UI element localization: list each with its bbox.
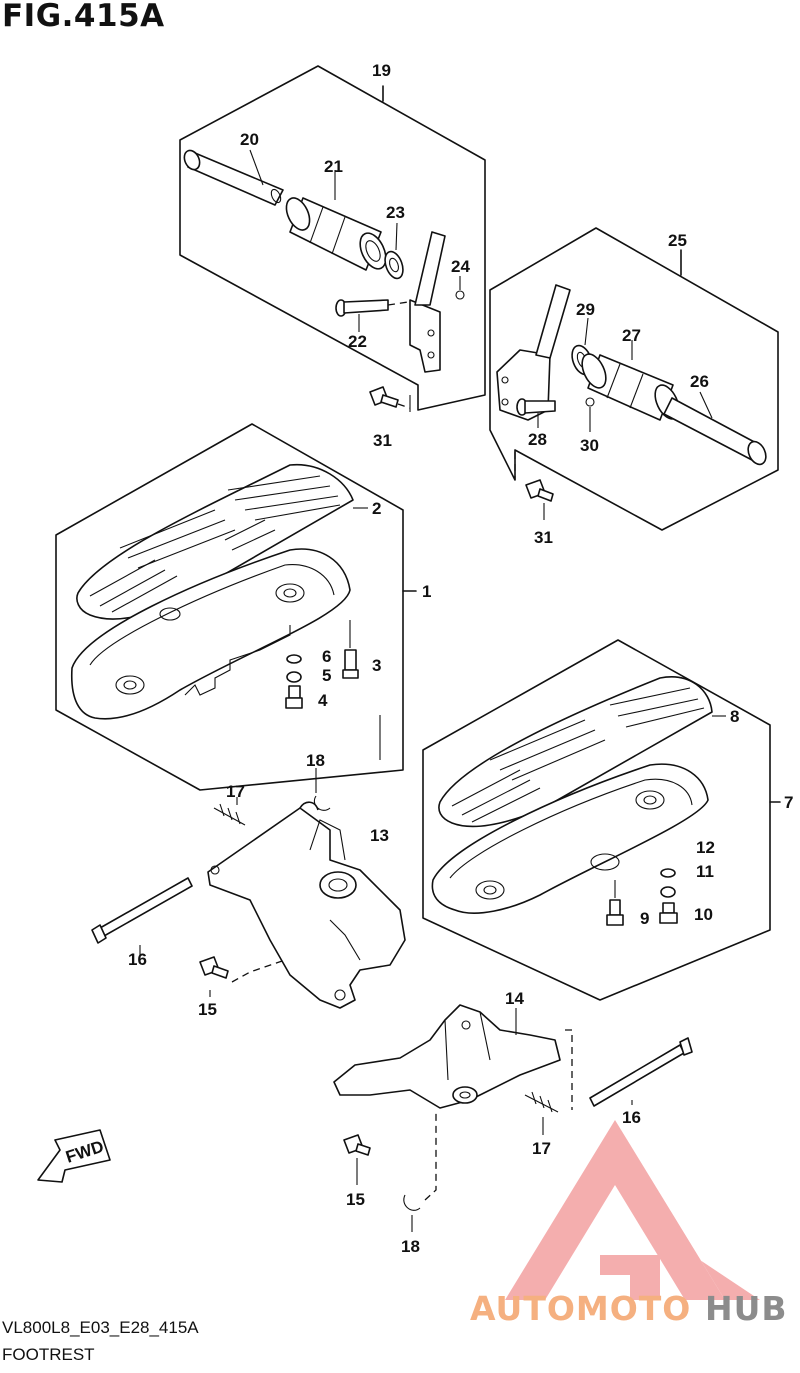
clevis-pin-22: [335, 299, 409, 332]
callout-30: 30: [580, 436, 599, 455]
callout-8: 8: [730, 707, 739, 726]
figure-title: FIG.415A: [2, 0, 165, 34]
callout-31-upper-left: 31: [373, 431, 392, 450]
callout-17-upper: 17: [226, 782, 245, 801]
footrest-bracket-14: [333, 1004, 561, 1109]
washer-12: [660, 868, 676, 878]
callout-5: 5: [322, 666, 331, 685]
callout-9: 9: [640, 909, 649, 928]
floorboard-pad-8: [438, 676, 726, 828]
group-box-25: [489, 227, 779, 531]
callout-26: 26: [690, 372, 709, 391]
bolt-4: [285, 685, 303, 709]
floorboard-1: [70, 548, 351, 720]
footpeg-shaft-26: [663, 391, 767, 466]
bolt-31-left: [369, 386, 411, 412]
callout-29: 29: [576, 300, 595, 319]
model-code-label: VL800L8_E03_E28_415A: [2, 1318, 199, 1337]
group-box-19: [179, 65, 486, 411]
nut-11: [660, 886, 676, 898]
return-spring-17-right: [524, 1029, 573, 1135]
callout-18-lower: 18: [401, 1237, 420, 1256]
callout-12: 12: [696, 838, 715, 857]
callout-31-upper-right: 31: [534, 528, 553, 547]
footpeg-bracket-19: [409, 231, 446, 373]
nut-5: [286, 671, 302, 683]
footpeg-shaft-20: [183, 149, 284, 206]
bolt-10: [659, 902, 678, 924]
forward-direction-arrow: [37, 1129, 111, 1183]
callout-4: 4: [318, 691, 328, 710]
washer-6: [286, 654, 302, 664]
callout-2: 2: [372, 499, 381, 518]
floorboard-pad-2: [76, 463, 368, 620]
e-clip-18-left: [313, 768, 331, 811]
snap-clip-24: [455, 276, 465, 300]
callout-11: 11: [696, 862, 714, 881]
callout-20: 20: [240, 130, 259, 149]
callout-21: 21: [324, 157, 343, 176]
bolt-15-left: [199, 956, 286, 997]
callout-28: 28: [528, 430, 547, 449]
group-box-1: [55, 423, 417, 791]
callout-19: 19: [372, 61, 391, 80]
callout-17-lower: 17: [532, 1139, 551, 1158]
pivot-bolt-16-right: [589, 1037, 693, 1107]
callout-3: 3: [372, 656, 381, 675]
bolt-31-right: [514, 452, 554, 520]
callout-10: 10: [694, 905, 713, 924]
callout-6: 6: [322, 647, 331, 666]
callout-24: 24: [451, 257, 470, 276]
callout-16-left: 16: [128, 950, 147, 969]
e-clip-18-right: [403, 1110, 437, 1232]
callout-15-lower: 15: [346, 1190, 365, 1209]
callout-1: 1: [422, 582, 431, 601]
bolt-15-right: [343, 1134, 371, 1185]
callout-15-upper: 15: [198, 1000, 217, 1019]
watermark-text-automoto: AUTOMOTO: [470, 1289, 691, 1328]
footrest-bracket-13: [207, 715, 406, 1009]
callout-7: 7: [784, 793, 793, 812]
callout-13: 13: [370, 826, 389, 845]
callout-18-upper: 18: [306, 751, 325, 770]
section-name-label: FOOTREST: [2, 1345, 95, 1364]
pivot-bolt-16-left: [91, 877, 193, 955]
bolt-9: [606, 880, 624, 926]
snap-clip-30: [585, 397, 595, 432]
callout-16-right: 16: [622, 1108, 641, 1127]
return-spring-17-left: [213, 797, 246, 826]
group-box-7: [422, 639, 781, 1001]
watermark-text-hub: HUB: [705, 1289, 788, 1328]
floorboard-7: [431, 763, 709, 914]
callout-14: 14: [505, 989, 524, 1008]
washer-23: [384, 222, 404, 280]
callout-22: 22: [348, 332, 367, 351]
callout-25: 25: [668, 231, 687, 250]
automotohub-logo: [505, 1120, 760, 1300]
clevis-pin-28: [516, 398, 556, 428]
footpeg-bracket-25: [496, 284, 571, 421]
callout-27: 27: [622, 326, 641, 345]
callout-23: 23: [386, 203, 405, 222]
footpeg-rubber-21: [285, 170, 387, 271]
bolt-3: [342, 620, 359, 679]
